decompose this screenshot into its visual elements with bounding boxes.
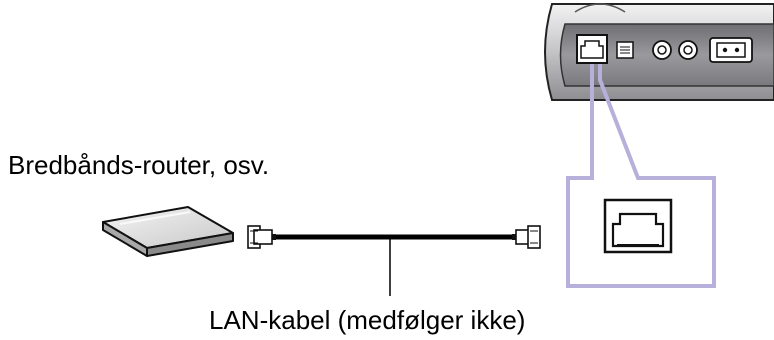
lan-cable	[247, 225, 541, 296]
power-inlet	[709, 37, 753, 63]
rj45-port-icon	[603, 198, 673, 254]
device-back-panel	[544, 3, 774, 101]
square-port	[616, 41, 634, 59]
rj45-plug-icon-left	[247, 225, 276, 249]
zoom-callout	[566, 64, 716, 288]
router-icon	[102, 206, 234, 257]
device-top-hump	[574, 3, 626, 13]
audio-jack-right	[678, 40, 698, 60]
lan-port-small	[576, 34, 608, 64]
rj45-plug-icon-right	[512, 225, 541, 249]
cable-label: LAN-kabel (medfølger ikke)	[209, 305, 526, 335]
router-label: Bredbånds-router, osv.	[8, 150, 270, 180]
callout-line-left	[566, 64, 716, 288]
audio-jack-left	[652, 40, 672, 60]
